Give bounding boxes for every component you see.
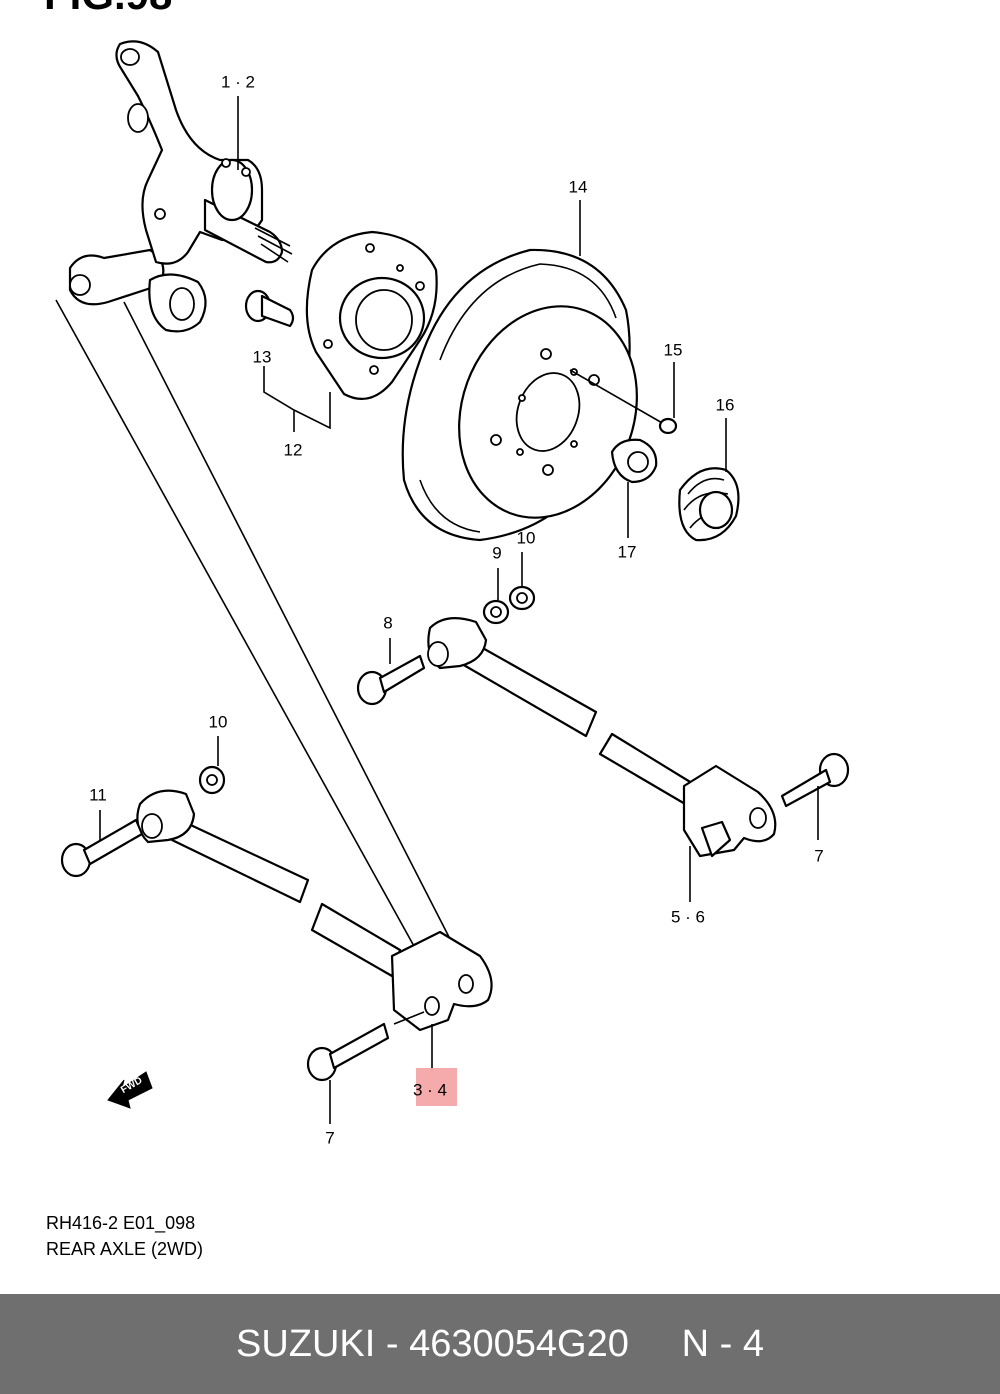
figure-name: REAR AXLE (2WD) bbox=[46, 1239, 204, 1259]
callout-label-15: 15 bbox=[663, 340, 683, 360]
lower-lateral-rod bbox=[60, 765, 493, 1082]
trailing-arm bbox=[55, 248, 471, 979]
callout-label-10-upper: 10 bbox=[516, 528, 536, 548]
cap-part-16 bbox=[678, 467, 740, 542]
footer-bar: SUZUKI - 4630054G20 N - 4 bbox=[0, 1294, 1000, 1394]
callout-label-13: 13 bbox=[252, 347, 272, 367]
diagram-drawing bbox=[55, 40, 850, 1124]
callout-label-7-lower: 7 bbox=[325, 1128, 335, 1148]
fwd-arrow-icon bbox=[107, 1071, 153, 1109]
callout-label-10-lower: 10 bbox=[208, 712, 228, 732]
highlighted-part-marker bbox=[416, 1068, 457, 1106]
callout-label-14: 14 bbox=[568, 177, 588, 197]
parts-diagram: FIG.98 1 · 2 14 13 12 15 16 17 9 10 8 10… bbox=[44, 0, 850, 1259]
knuckle-part-1-2 bbox=[115, 40, 293, 333]
callout-label-12: 12 bbox=[283, 440, 303, 460]
footer-part-number: SUZUKI - 4630054G20 N - 4 bbox=[235, 1322, 764, 1365]
brake-drum-part-14 bbox=[401, 248, 638, 542]
callout-label-5-6: 5 · 6 bbox=[670, 907, 706, 927]
callout-label-8: 8 bbox=[383, 613, 393, 633]
callout-label-11: 11 bbox=[89, 785, 107, 805]
callout-label-1-2: 1 · 2 bbox=[220, 72, 256, 92]
callout-label-17: 17 bbox=[617, 542, 637, 562]
nut-part-17 bbox=[610, 438, 658, 484]
figure-code: RH416-2 E01_098 bbox=[46, 1213, 196, 1233]
hub-bolt-part-13 bbox=[244, 289, 295, 328]
callout-label-7-right: 7 bbox=[814, 846, 824, 866]
callout-lines bbox=[99, 96, 819, 1124]
figure-title: FIG.98 bbox=[44, 0, 172, 16]
callout-label-3-4: 3 · 4 bbox=[412, 1080, 448, 1100]
screw-part-15 bbox=[569, 369, 678, 435]
hub-part-12 bbox=[305, 230, 438, 400]
callout-label-9: 9 bbox=[492, 543, 502, 563]
callout-label-16: 16 bbox=[715, 395, 735, 415]
upper-lateral-rod bbox=[356, 585, 850, 858]
